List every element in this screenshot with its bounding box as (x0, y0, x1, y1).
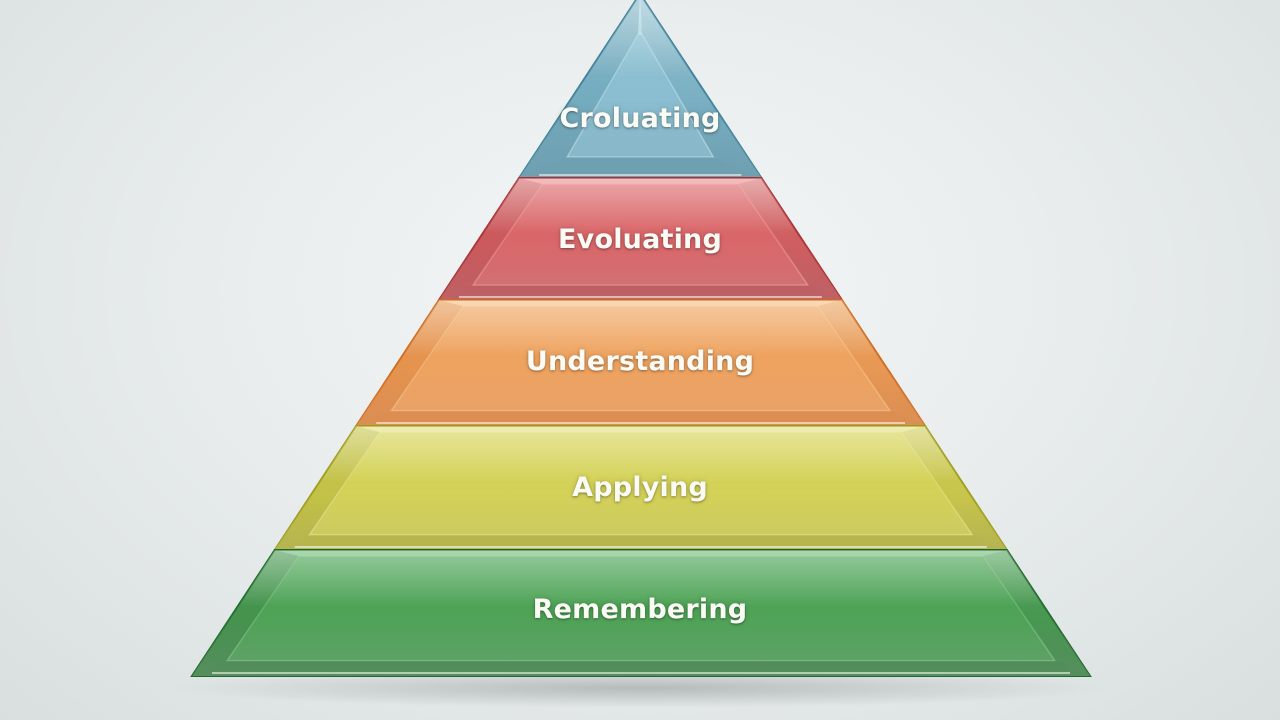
pyramid-layer (272, 425, 1009, 551)
floor-shadow (170, 668, 1110, 708)
layer-sheen (274, 426, 1007, 550)
layer-sheen (519, 0, 762, 178)
pyramid-layer (190, 549, 1092, 677)
layer-sheen (356, 300, 926, 426)
pyramid-layer (437, 177, 844, 301)
layer-sheen (438, 178, 842, 300)
pyramid-layer (517, 0, 764, 179)
pyramid-layer (354, 299, 927, 427)
layer-sheen (192, 550, 1090, 676)
